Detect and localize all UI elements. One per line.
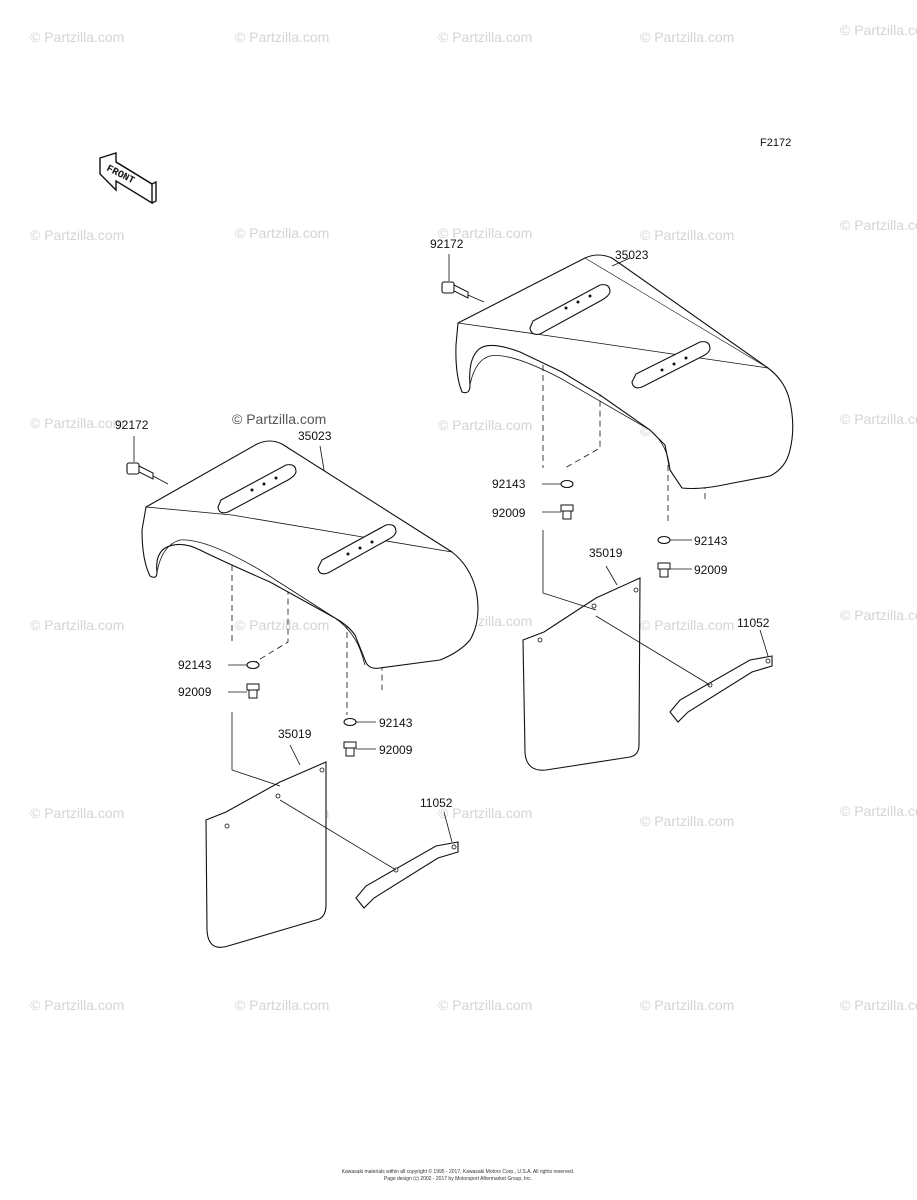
watermark: © Partzilla.com — [840, 411, 917, 427]
watermark: © Partzilla.com — [30, 805, 124, 821]
watermark: © Partzilla.com — [30, 997, 124, 1013]
fender-rail-strip — [631, 341, 711, 389]
mud-flap — [205, 761, 327, 948]
watermark: © Partzilla.com — [640, 617, 734, 633]
callout-labels: 92172 35023 92143 92009 92143 92009 3501… — [115, 237, 770, 810]
figure-code: F2172 — [760, 137, 791, 149]
screw-icon — [560, 504, 574, 520]
callout-label[interactable]: 92009 — [492, 506, 526, 520]
callout-label[interactable]: 11052 — [737, 616, 770, 630]
callout-label[interactable]: 35023 — [298, 429, 332, 443]
watermark: © Partzilla.com — [235, 617, 329, 633]
watermark: © Partzilla.com — [840, 607, 917, 623]
callout-label[interactable]: 35019 — [278, 727, 312, 741]
callout-label[interactable]: 35019 — [589, 546, 623, 560]
watermark: © Partzilla.com — [438, 29, 532, 45]
screw-icon — [657, 562, 671, 578]
watermark: © Partzilla.com — [235, 29, 329, 45]
callout-label[interactable]: 92009 — [694, 563, 728, 577]
washer-icon — [657, 535, 671, 545]
copyright-line: Page design (c) 2002 - 2017 by Motorspor… — [384, 1176, 532, 1182]
copyright-line: Kawasaki materials within all copyright … — [342, 1168, 575, 1175]
callout-label[interactable]: 92143 — [379, 716, 413, 730]
watermark: © Partzilla.com — [30, 415, 124, 431]
watermark: © Partzilla.com — [30, 227, 124, 243]
callout-label[interactable]: 92009 — [379, 743, 413, 757]
left-rear-fender-assembly — [126, 436, 479, 948]
callout-label[interactable]: 11052 — [420, 796, 453, 810]
washer-icon — [246, 660, 260, 670]
watermark: © Partzilla.com — [840, 22, 917, 38]
watermark: © Partzilla.com — [438, 225, 532, 241]
watermark: © Partzilla.com — [30, 29, 124, 45]
watermark: © Partzilla.com — [438, 417, 532, 433]
fender-rail-strip — [317, 524, 397, 575]
mud-flap — [522, 577, 641, 771]
watermark-layer: © Partzilla.com © Partzilla.com © Partzi… — [30, 22, 917, 1013]
watermark: © Partzilla.com — [30, 617, 124, 633]
bolt-icon — [441, 281, 485, 303]
front-direction-arrow-icon: FRONT — [99, 152, 157, 205]
screw-icon — [343, 741, 357, 757]
callout-label[interactable]: 92172 — [430, 237, 464, 251]
watermark: © Partzilla.com — [640, 29, 734, 45]
watermark: © Partzilla.com — [438, 997, 532, 1013]
right-rear-fender-assembly — [441, 254, 794, 771]
callout-label[interactable]: 92143 — [178, 658, 212, 672]
callout-label[interactable]: 35023 — [615, 248, 649, 262]
watermark: © Partzilla.com — [840, 217, 917, 233]
watermark: © Partzilla.com — [235, 225, 329, 241]
callout-label[interactable]: 92143 — [492, 477, 526, 491]
watermark: © Partzilla.com — [438, 805, 532, 821]
bolt-icon — [126, 462, 169, 485]
screw-icon — [246, 683, 260, 699]
watermark: © Partzilla.com — [640, 813, 734, 829]
watermark: © Partzilla.com — [640, 227, 734, 243]
callout-label[interactable]: 92143 — [694, 534, 728, 548]
watermark: © Partzilla.com — [232, 411, 326, 427]
callout-label[interactable]: 92172 — [115, 418, 149, 432]
callout-label[interactable]: 92009 — [178, 685, 212, 699]
rear-fender — [141, 440, 479, 669]
watermark: © Partzilla.com — [235, 997, 329, 1013]
rear-fender — [455, 254, 794, 490]
watermark: © Partzilla.com — [840, 803, 917, 819]
washer-icon — [560, 479, 574, 489]
copyright-footer: Kawasaki materials within all copyright … — [342, 1168, 575, 1182]
washer-icon — [343, 717, 357, 727]
watermark: © Partzilla.com — [640, 997, 734, 1013]
flap-bracket — [355, 841, 459, 909]
flap-bracket — [669, 655, 773, 723]
watermark: © Partzilla.com — [840, 997, 917, 1013]
